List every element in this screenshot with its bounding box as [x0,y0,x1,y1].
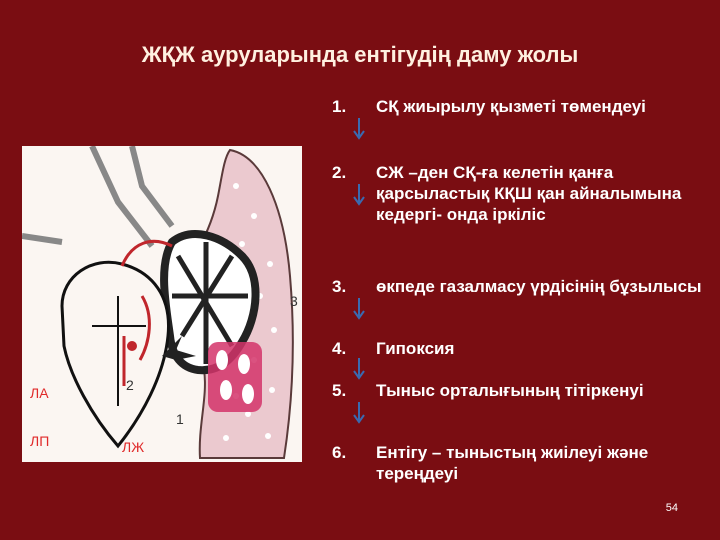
heart-lung-drawing: ЛА ЛП ЛЖ 1 2 3 [21,144,298,459]
down-arrow-icon [353,402,365,424]
page-number: 54 [665,502,678,514]
step-text: Ентігу – тыныстың жиілеуі және тереңдеуі [376,443,649,483]
step-number: 1. [332,97,347,116]
step-item-6: 6. Ентігу – тыныстың жиілеуі және тереңд… [332,442,702,484]
label-lp: ЛП [30,433,49,449]
step-item-2: 2. СЖ –ден СҚ-ға келетін қанға қарсыласт… [332,162,702,225]
heart-lung-illustration: ЛА ЛП ЛЖ 1 2 3 [21,144,302,462]
step-text: СЖ –ден СҚ-ға келетін қанға қарсыластық … [376,163,682,224]
label-n1: 1 [176,411,184,427]
label-n2: 2 [126,377,134,393]
capillary-mesh [208,342,262,412]
step-text: СҚ жиырылу қызметі төмендеуі [376,97,646,116]
down-arrow-icon [353,358,365,380]
step-number: 6. [332,443,347,462]
heart-outline [60,260,171,449]
flow-arrow [162,336,196,360]
down-arrow-icon [353,118,365,140]
step-item-1: 1. СҚ жиырылу қызметі төмендеуі [332,96,702,117]
step-text: Тыныс орталығының тітіркенуі [376,381,644,400]
down-arrow-icon [353,184,365,206]
step-number: 4. [332,339,347,358]
down-arrow-icon [353,298,365,320]
step-text: Гипоксия [376,339,455,358]
label-lzh: ЛЖ [122,439,144,455]
step-text: өкпеде газалмасу үрдісінің бұзылысы [376,277,702,296]
step-item-5: 5. Тыныс орталығының тітіркенуі [332,380,702,401]
blood-flow-lines [120,239,173,386]
slide-title: ЖҚЖ ауруларында ентігудің даму жолы [141,42,579,67]
step-number: 3. [332,277,347,296]
bronchi [21,144,175,248]
label-la: ЛА [30,385,49,401]
label-n3: 3 [290,293,298,309]
step-item-3: 3. өкпеде газалмасу үрдісінің бұзылысы [332,276,702,297]
step-number: 2. [332,163,347,182]
step-number: 5. [332,381,347,400]
step-item-4: 4. Гипоксия [332,338,702,359]
